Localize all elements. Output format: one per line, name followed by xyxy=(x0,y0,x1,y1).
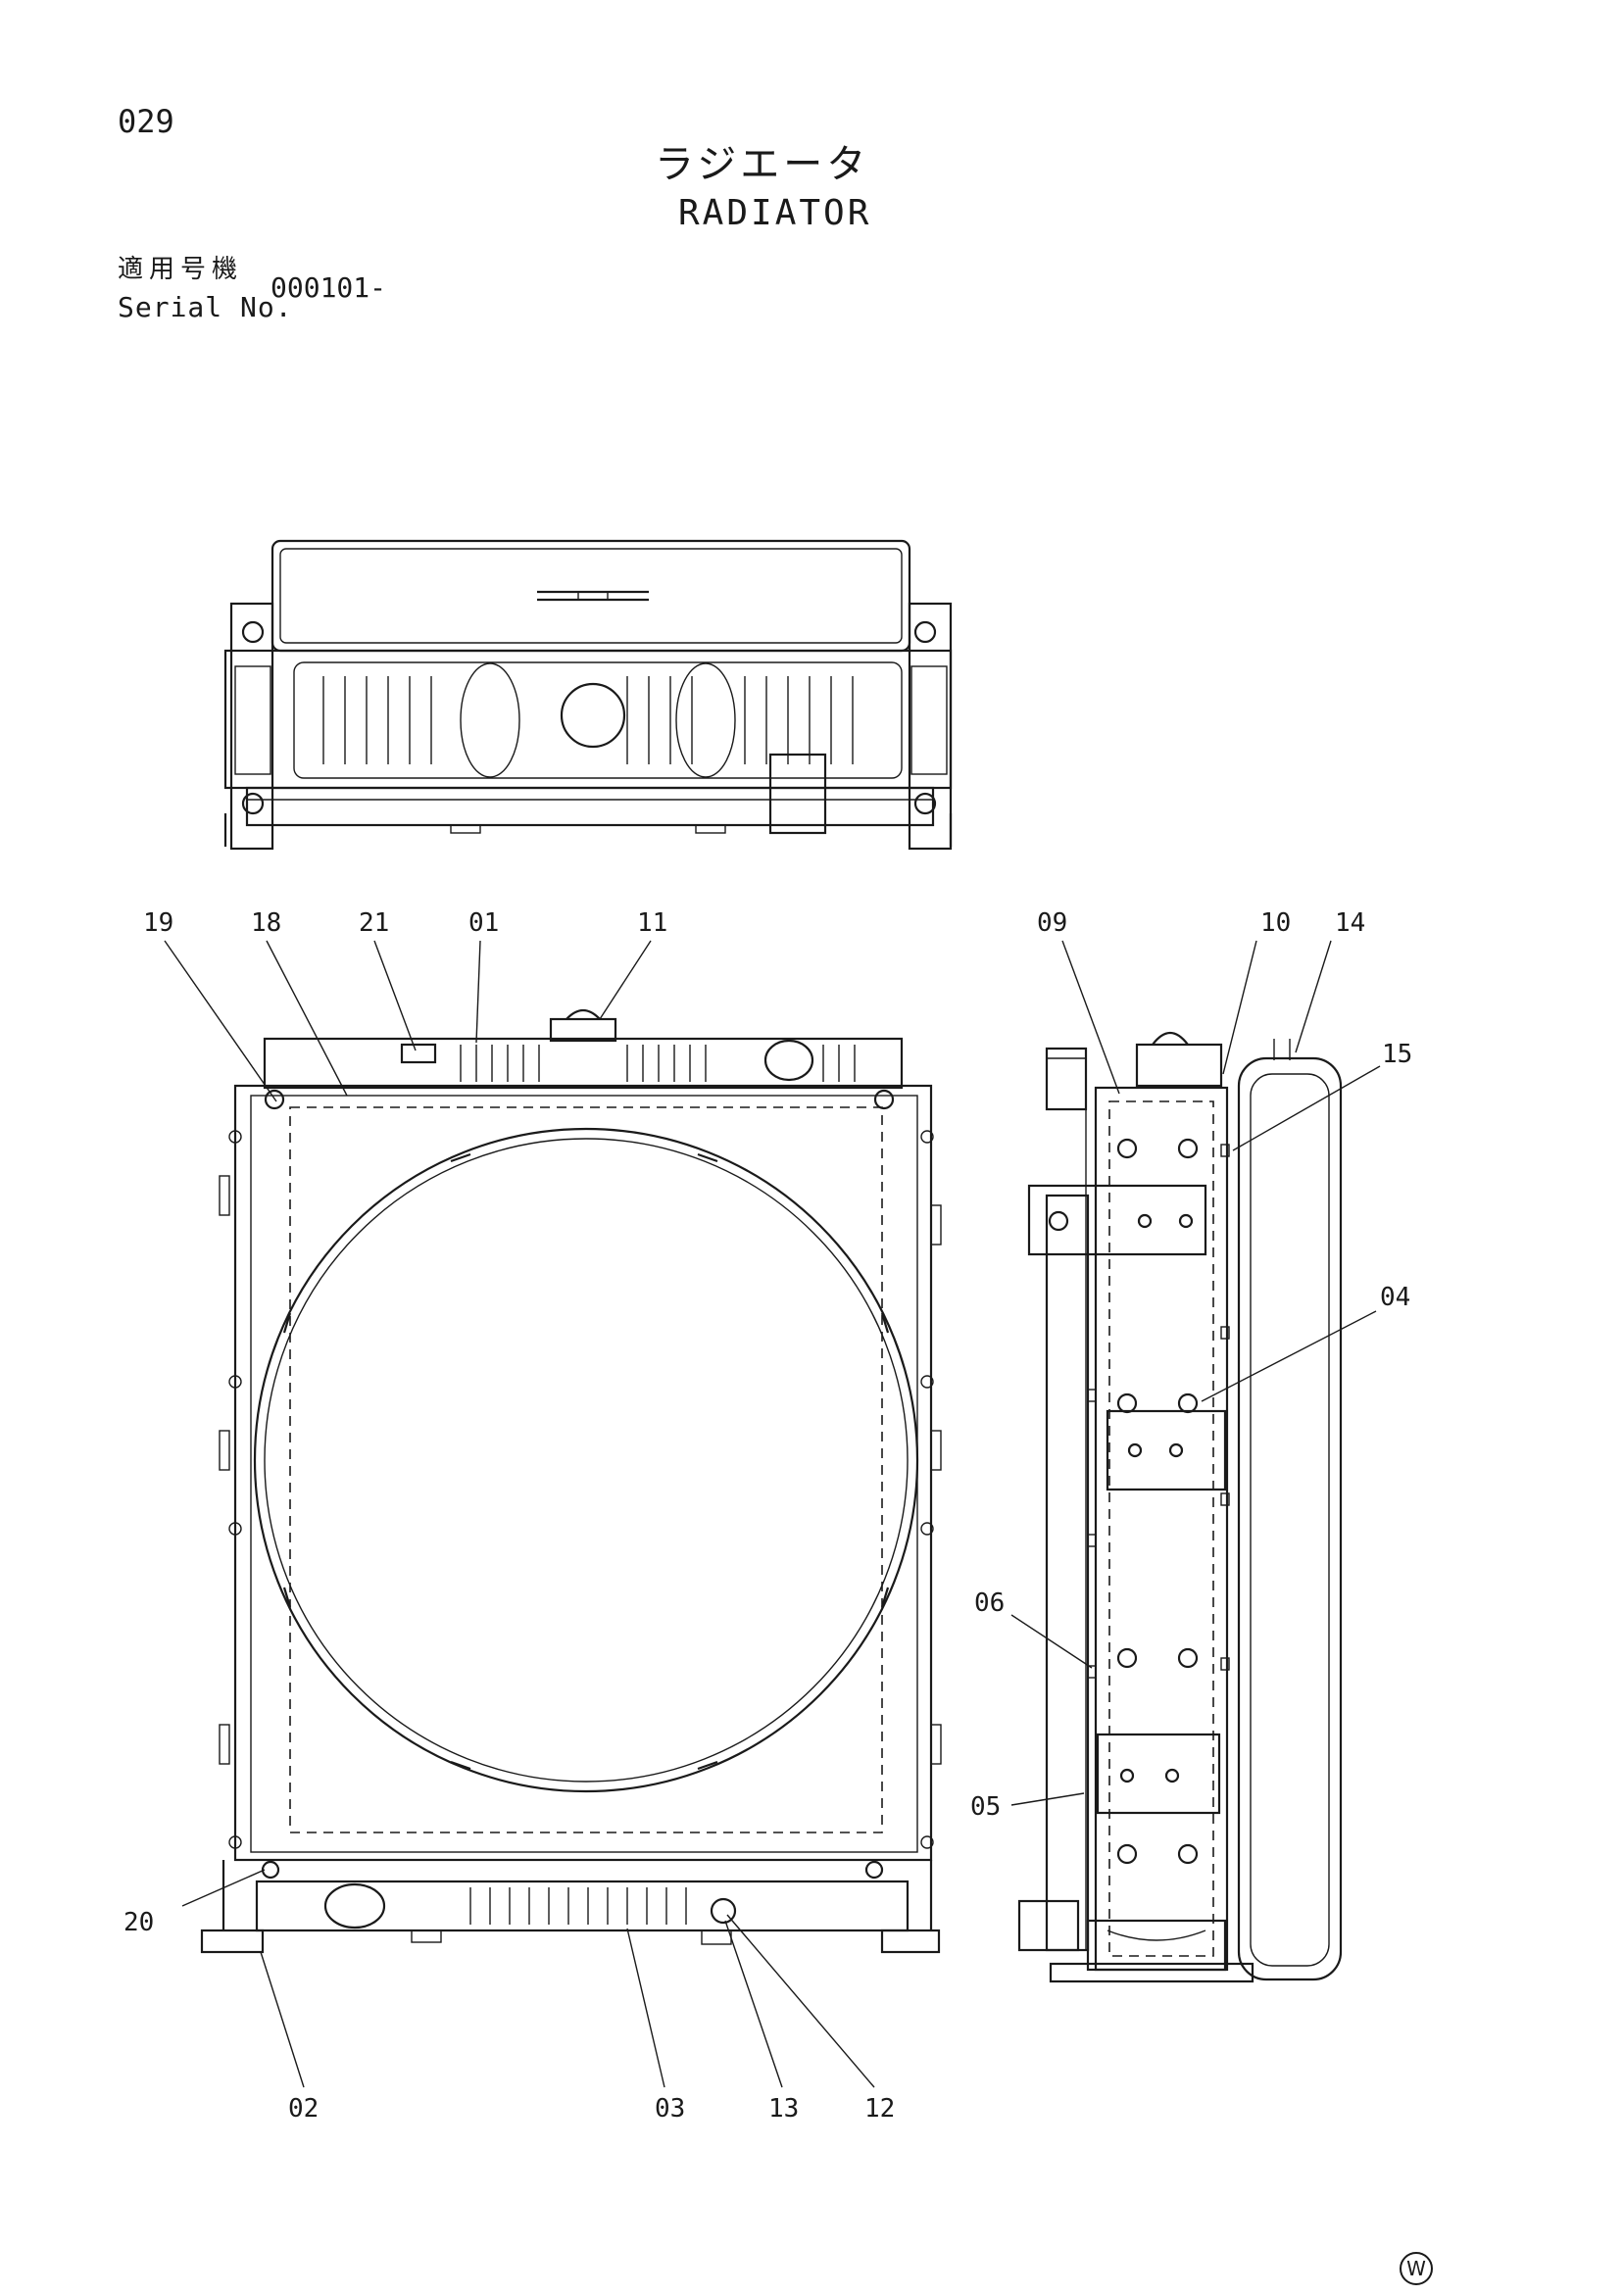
callout-10: 10 xyxy=(1260,908,1291,938)
serial-value: 000101- xyxy=(270,271,387,304)
callout-06: 06 xyxy=(974,1588,1005,1618)
side-view xyxy=(1017,1031,1343,1983)
front-view xyxy=(200,1008,942,1954)
callout-numbers: 19 18 21 01 11 20 02 03 13 12 09 10 14 1… xyxy=(123,908,1412,2124)
serial-label-japanese: 適用号機 xyxy=(118,255,244,284)
title-english: RADIATOR xyxy=(678,193,872,233)
callout-18: 18 xyxy=(251,908,281,938)
callout-04: 04 xyxy=(1380,1283,1410,1312)
callout-12: 12 xyxy=(864,2094,895,2124)
callout-03: 03 xyxy=(655,2094,685,2124)
callout-21: 21 xyxy=(359,908,389,938)
callout-14: 14 xyxy=(1335,908,1365,938)
top-view xyxy=(223,539,953,851)
callout-20: 20 xyxy=(123,1908,154,1937)
callout-05: 05 xyxy=(970,1792,1001,1822)
callout-11: 11 xyxy=(637,908,667,938)
callout-01: 01 xyxy=(468,908,499,938)
title-japanese: ラジエータ xyxy=(655,142,870,187)
callout-15: 15 xyxy=(1382,1040,1412,1069)
callout-02: 02 xyxy=(288,2094,319,2124)
serial-label-english: Serial No. xyxy=(118,291,293,323)
callout-leaders xyxy=(164,940,1381,2088)
callout-13: 13 xyxy=(768,2094,799,2124)
callout-19: 19 xyxy=(143,908,173,938)
page-number: 029 xyxy=(118,103,174,140)
callout-09: 09 xyxy=(1037,908,1067,938)
watermark-w-logo: W xyxy=(1400,2252,1433,2285)
